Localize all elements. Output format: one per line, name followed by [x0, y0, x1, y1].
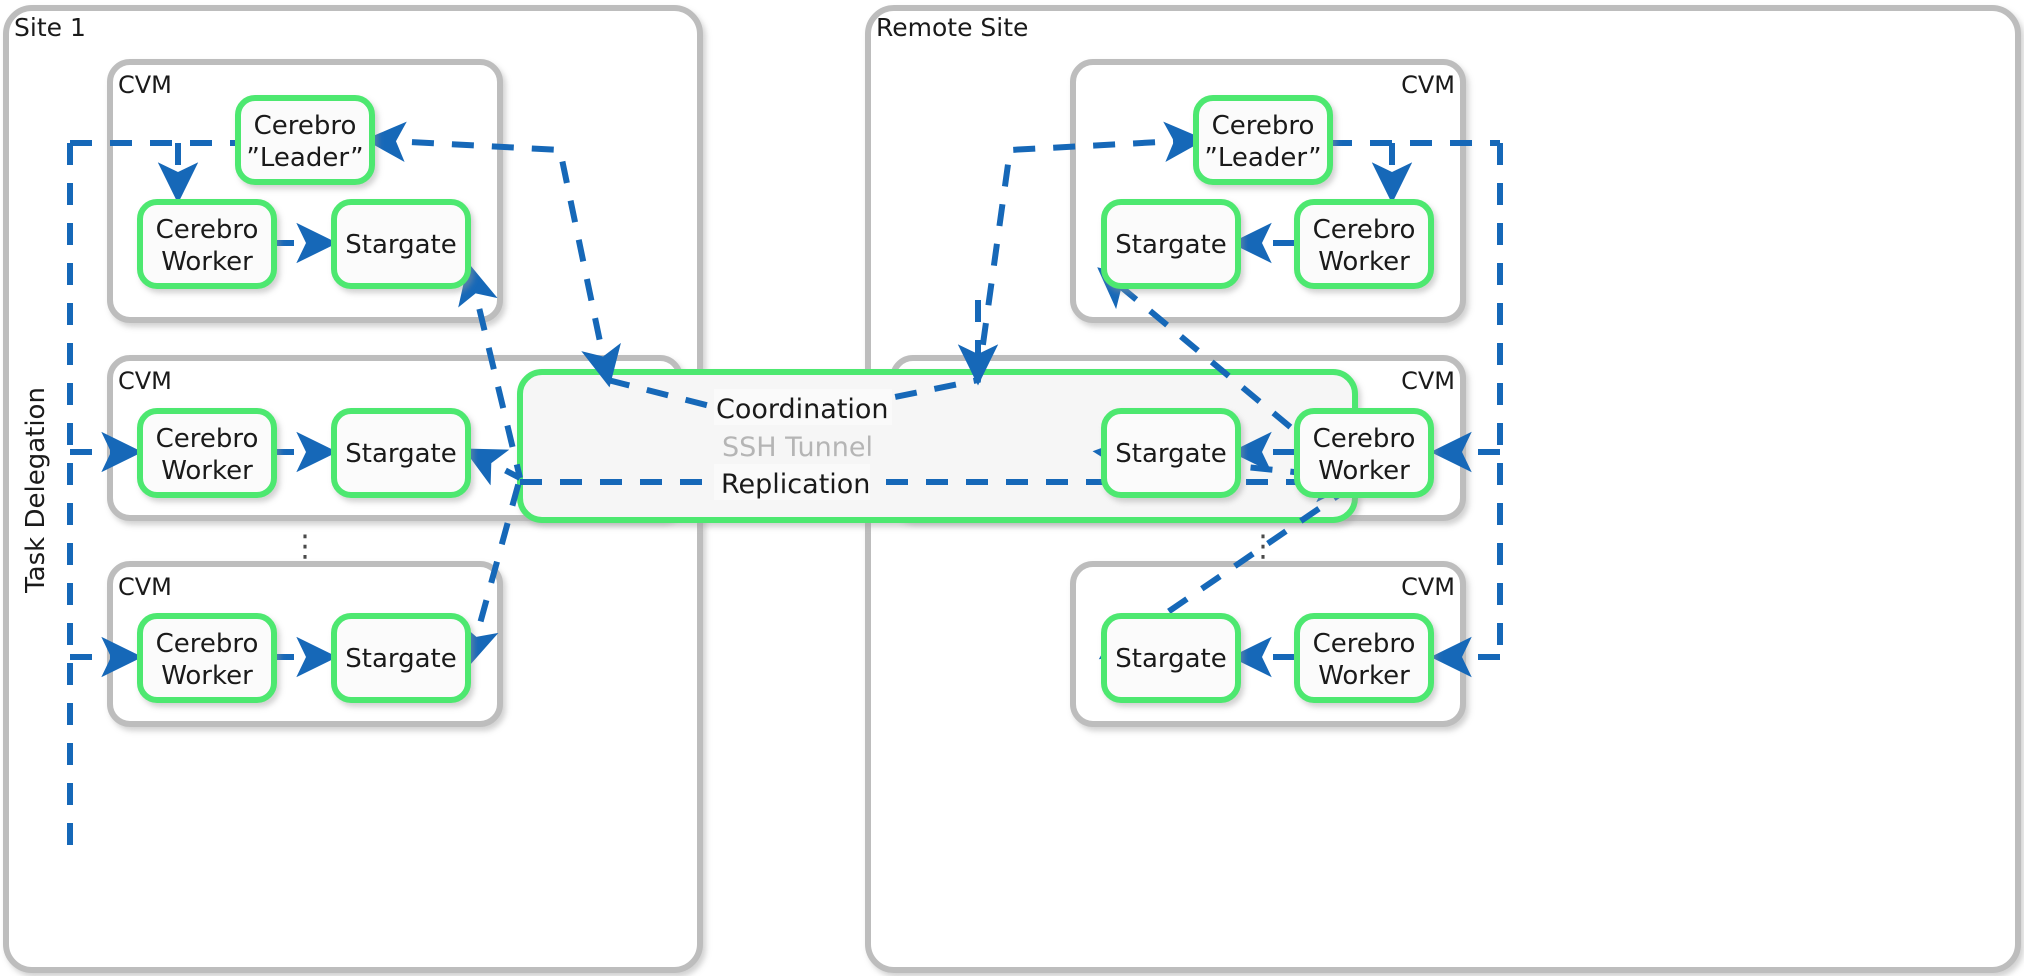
node-line-1: Cerebro — [156, 215, 259, 245]
node-line-1: Stargate — [1115, 644, 1227, 674]
edge-stargate2-to-tunnel-left — [463, 448, 522, 486]
node-line-1: Cerebro — [156, 629, 259, 659]
node-stargate-left-2[interactable]: Stargate — [331, 408, 471, 498]
node-line-1: Stargate — [1115, 439, 1227, 469]
node-stargate-left-3[interactable]: Stargate — [331, 613, 471, 703]
replication-label: Replication — [721, 469, 870, 500]
site-title-left: Site 1 — [14, 13, 86, 42]
edge-coordination-in-left — [607, 377, 719, 411]
node-line-1: Stargate — [345, 439, 457, 469]
node-cerebro-worker-left-1[interactable]: Cerebro Worker — [137, 199, 277, 289]
node-line-1: Stargate — [345, 644, 457, 674]
node-line-2: ”Leader” — [246, 143, 363, 173]
node-line-2: Worker — [1318, 247, 1410, 277]
node-line-1: Cerebro — [254, 111, 357, 141]
edge-stargate3-to-tunnel-left — [459, 477, 523, 668]
cvm-label: CVM — [118, 71, 172, 99]
node-cerebro-leader-left[interactable]: Cerebro ”Leader” — [235, 95, 375, 185]
node-line-2: Worker — [161, 247, 253, 277]
ssh-tunnel-label: SSH Tunnel — [722, 432, 873, 463]
node-line-1: Cerebro — [1313, 215, 1416, 245]
edge-coordination-to-remote-leader — [855, 121, 1206, 408]
node-line-2: Worker — [1318, 661, 1410, 691]
node-line-1: Cerebro — [1212, 111, 1315, 141]
cvm-label: CVM — [1401, 367, 1455, 395]
task-delegation-label: Task Delegation — [21, 387, 51, 594]
node-cerebro-leader-right[interactable]: Cerebro ”Leader” — [1193, 95, 1333, 185]
cvm-label: CVM — [1401, 71, 1455, 99]
cvm-label: CVM — [1401, 573, 1455, 601]
edge-stargate1-to-tunnel-left — [458, 262, 523, 479]
node-line-1: Stargate — [1115, 230, 1227, 260]
node-line-1: Cerebro — [1313, 424, 1416, 454]
node-cerebro-worker-right-1[interactable]: Cerebro Worker — [1294, 199, 1434, 289]
node-line-1: Stargate — [345, 230, 457, 260]
cvm-label: CVM — [118, 367, 172, 395]
node-cerebro-worker-left-3[interactable]: Cerebro Worker — [137, 613, 277, 703]
tunnel-labels: Coordination SSH Tunnel Replication — [714, 389, 892, 500]
node-line-2: Worker — [1318, 456, 1410, 486]
node-cerebro-worker-right-2[interactable]: Cerebro Worker — [1294, 408, 1434, 498]
site-title-right: Remote Site — [876, 13, 1028, 42]
node-cerebro-worker-left-2[interactable]: Cerebro Worker — [137, 408, 277, 498]
task-delegation-label-group: Task Delegation — [21, 387, 51, 594]
node-stargate-right-3[interactable]: Stargate — [1101, 613, 1241, 703]
node-stargate-right-1[interactable]: Stargate — [1101, 199, 1241, 289]
cvm-label: CVM — [118, 573, 172, 601]
node-line-2: Worker — [161, 661, 253, 691]
node-line-2: ”Leader” — [1204, 143, 1321, 173]
node-stargate-right-2[interactable]: Stargate — [1101, 408, 1241, 498]
node-line-1: Cerebro — [1313, 629, 1416, 659]
ellipsis-right: ⋮ — [1248, 529, 1278, 564]
node-cerebro-worker-right-3[interactable]: Cerebro Worker — [1294, 613, 1434, 703]
node-stargate-left-1[interactable]: Stargate — [331, 199, 471, 289]
node-line-2: Worker — [161, 456, 253, 486]
node-line-1: Cerebro — [156, 424, 259, 454]
ellipsis-left: ⋮ — [290, 529, 320, 564]
coordination-label: Coordination — [716, 394, 889, 425]
